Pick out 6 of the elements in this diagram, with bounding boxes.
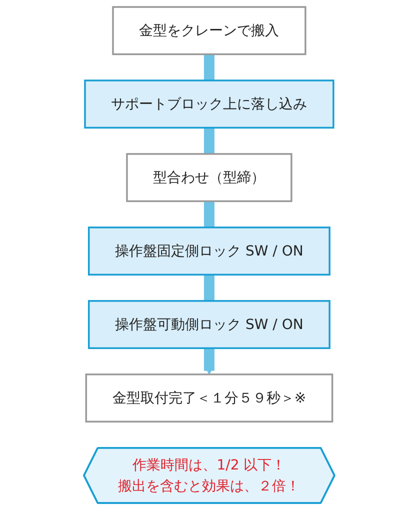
node-box: 金型をクレーンで搬入 [112, 6, 307, 56]
node-box: サポートブロック上に落し込み [84, 80, 335, 129]
node-box: 型合わせ（型締） [126, 153, 293, 202]
node-box: 操作盤固定側ロック SW / ON [88, 226, 331, 276]
node-box: 金型取付完了＜１分５９秒＞※ [86, 374, 334, 423]
node-box: 操作盤可動側ロック SW / ON [88, 300, 331, 350]
